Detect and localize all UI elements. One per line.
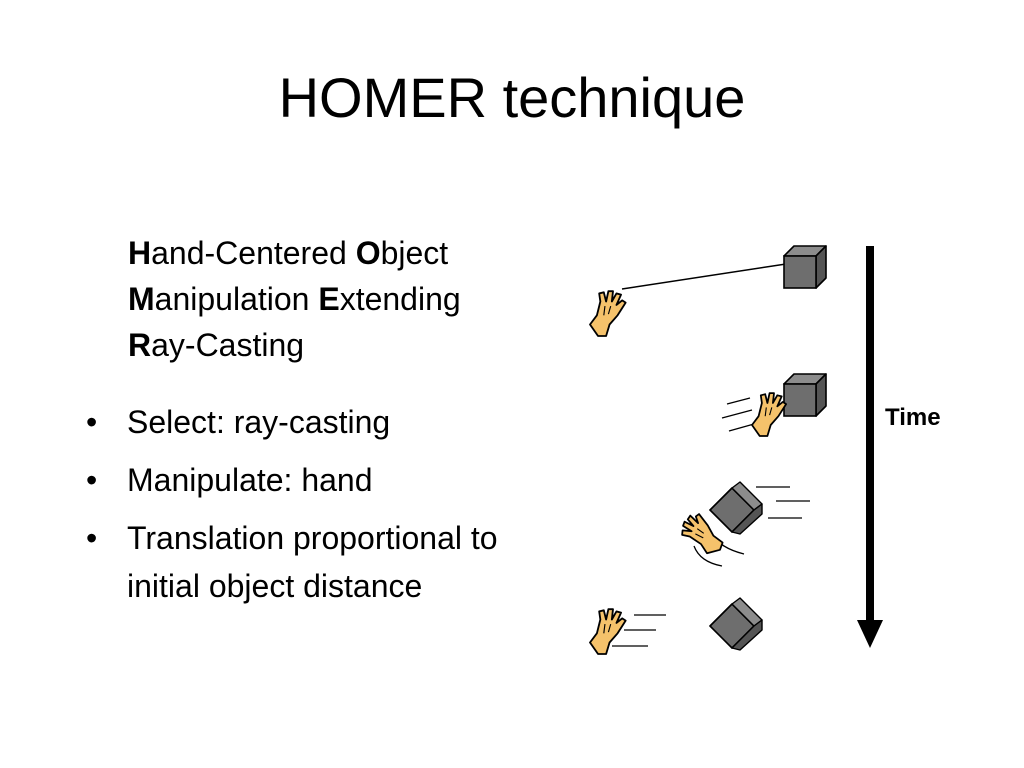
cube-icon xyxy=(783,245,827,289)
motion-lines-icon xyxy=(612,614,666,647)
stage-raycast xyxy=(589,245,827,337)
stage-release xyxy=(589,597,763,655)
acronym-line-1: Hand-Centered Object xyxy=(128,230,558,276)
acronym-initial: R xyxy=(128,327,152,363)
cube-icon xyxy=(709,597,763,651)
cube-icon xyxy=(783,373,827,417)
acronym-line-2: Manipulation Extending xyxy=(128,276,558,322)
bullet-item-manipulate: Manipulate: hand xyxy=(86,456,546,504)
bullet-item-translation: Translation proportional to initial obje… xyxy=(86,514,546,610)
acronym-initial: E xyxy=(318,281,340,317)
acronym-rest: and-Centered xyxy=(151,235,356,271)
hand-icon xyxy=(589,290,627,337)
acronym-initial: M xyxy=(128,281,155,317)
acronym-rest: anipulation xyxy=(154,281,319,317)
acronym-rest: bject xyxy=(380,235,449,271)
stage-grab xyxy=(721,373,827,437)
slide-title: HOMER technique xyxy=(278,66,746,129)
hand-icon xyxy=(751,392,787,437)
cube-icon xyxy=(709,481,763,535)
acronym-rest: ay-Casting xyxy=(151,327,305,363)
bullet-list: Select: ray-casting Manipulate: hand Tra… xyxy=(86,398,546,620)
arrow-down-icon xyxy=(857,246,883,648)
acronym-initial: O xyxy=(355,235,381,271)
bullet-item-select: Select: ray-casting xyxy=(86,398,546,446)
acronym-line-3: Ray-Casting xyxy=(128,322,558,368)
motion-lines-icon xyxy=(721,397,755,432)
stage-manipulate xyxy=(676,481,810,567)
ray-line xyxy=(621,263,787,290)
acronym-definition: Hand-Centered Object Manipulation Extend… xyxy=(128,230,558,368)
time-label: Time xyxy=(885,404,941,431)
hand-icon xyxy=(589,608,627,655)
acronym-rest: xtending xyxy=(339,281,461,317)
acronym-initial: H xyxy=(128,235,152,271)
